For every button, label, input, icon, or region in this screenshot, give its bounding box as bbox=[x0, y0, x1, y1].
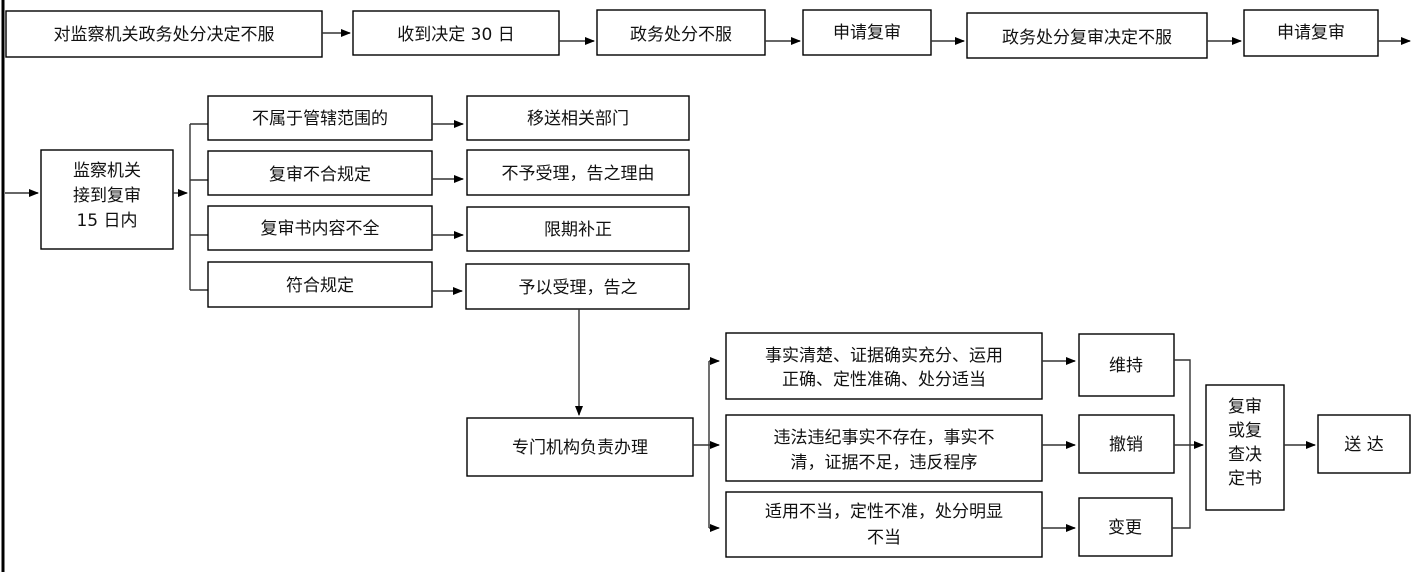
top-step-5-label: 政务处分复审决定不服 bbox=[1002, 28, 1172, 48]
condition-4: 符合规定 bbox=[207, 261, 433, 308]
decision-change-label: 变更 bbox=[1108, 518, 1142, 538]
result-3: 限期补正 bbox=[466, 206, 690, 252]
result-4: 予以受理，告之 bbox=[465, 263, 690, 310]
top-step-4-label: 申请复审 bbox=[833, 23, 901, 43]
condition-2-label: 复审不合规定 bbox=[269, 165, 371, 185]
decision-document-box: 复审 或复 查决 定书 bbox=[1205, 384, 1285, 511]
decision-doc-line-2: 或复 bbox=[1228, 421, 1262, 441]
condition-1: 不属于管辖范围的 bbox=[207, 95, 433, 141]
top-step-4: 申请复审 bbox=[802, 9, 932, 56]
outcome-2: 违法违纪事实不存在，事实不 清，证据不足，违反程序 bbox=[725, 414, 1043, 482]
merge-bracket bbox=[1172, 359, 1191, 529]
decision-change: 变更 bbox=[1078, 497, 1173, 557]
top-step-3-label: 政务处分不服 bbox=[630, 25, 732, 45]
result-1-label: 移送相关部门 bbox=[527, 109, 629, 129]
receiver-box: 监察机关 接到复审 15 日内 bbox=[40, 149, 174, 250]
receiver-line-1: 监察机关 bbox=[73, 161, 141, 181]
decision-doc-line-1: 复审 bbox=[1228, 397, 1262, 417]
outcome-2-line-1: 违法违纪事实不存在，事实不 bbox=[774, 428, 995, 448]
top-step-2-label: 收到决定 30 日 bbox=[397, 25, 514, 45]
branch-bracket bbox=[189, 123, 208, 291]
result-2-label: 不予受理，告之理由 bbox=[502, 164, 655, 184]
handler-box: 专门机构负责办理 bbox=[466, 417, 694, 477]
condition-3: 复审书内容不全 bbox=[207, 205, 433, 251]
handler-label: 专门机构负责办理 bbox=[512, 438, 648, 458]
result-3-label: 限期补正 bbox=[544, 220, 612, 240]
decision-maintain: 维持 bbox=[1078, 333, 1175, 397]
receiver-line-3: 15 日内 bbox=[76, 211, 137, 231]
condition-4-label: 符合规定 bbox=[286, 276, 354, 296]
decision-doc-line-3: 查决 bbox=[1228, 445, 1262, 465]
outcome-1-line-2: 正确、定性准确、处分适当 bbox=[782, 370, 986, 390]
top-step-2: 收到决定 30 日 bbox=[352, 10, 560, 56]
outcome-3-line-1: 适用不当，定性不准，处分明显 bbox=[765, 502, 1003, 522]
delivery-box: 送 达 bbox=[1317, 414, 1411, 474]
outcome-3-line-2: 不当 bbox=[867, 528, 901, 548]
decision-doc-line-4: 定书 bbox=[1228, 469, 1262, 489]
decision-revoke: 撤销 bbox=[1078, 414, 1175, 474]
condition-1-label: 不属于管辖范围的 bbox=[252, 109, 388, 129]
top-step-3: 政务处分不服 bbox=[596, 9, 766, 56]
top-step-1-label: 对监察机关政务处分决定不服 bbox=[54, 25, 275, 45]
top-step-5: 政务处分复审决定不服 bbox=[966, 12, 1208, 59]
condition-2: 复审不合规定 bbox=[207, 150, 433, 196]
top-step-6-label: 申请复审 bbox=[1277, 23, 1345, 43]
result-1: 移送相关部门 bbox=[466, 95, 690, 141]
top-step-6: 申请复审 bbox=[1243, 9, 1379, 57]
result-2: 不予受理，告之理由 bbox=[466, 149, 690, 196]
outcome-1: 事实清楚、证据确实充分、运用 正确、定性准确、处分适当 bbox=[725, 332, 1043, 400]
top-step-1: 对监察机关政务处分决定不服 bbox=[5, 10, 323, 58]
outcome-2-line-2: 清，证据不足，违反程序 bbox=[791, 453, 978, 473]
decision-maintain-label: 维持 bbox=[1109, 356, 1143, 376]
outcome-1-line-1: 事实清楚、证据确实充分、运用 bbox=[765, 346, 1003, 366]
decision-revoke-label: 撤销 bbox=[1109, 435, 1143, 455]
receiver-line-2: 接到复审 bbox=[73, 186, 141, 206]
outcome-3: 适用不当，定性不准，处分明显 不当 bbox=[725, 491, 1043, 558]
condition-3-label: 复审书内容不全 bbox=[261, 219, 380, 239]
result-4-label: 予以受理，告之 bbox=[519, 278, 638, 298]
delivery-label: 送 达 bbox=[1344, 435, 1383, 455]
